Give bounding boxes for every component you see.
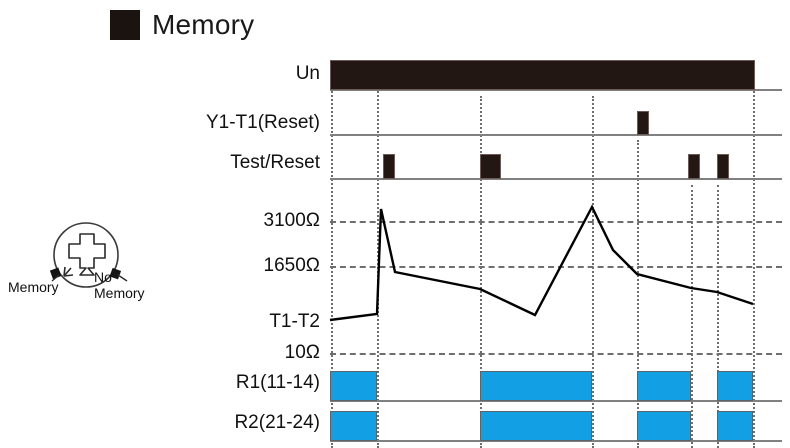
signal-pulse-y1-t1-1 xyxy=(637,111,649,135)
event-line-4 xyxy=(592,96,594,448)
event-line-5 xyxy=(637,140,639,448)
relay-bar-r2-1 xyxy=(330,411,377,441)
signal-pulse-test-reset-3 xyxy=(688,154,700,179)
event-line-7 xyxy=(717,185,719,448)
relay-bar-r1-3 xyxy=(637,371,691,401)
relay-bar-r2-4 xyxy=(717,411,753,441)
knob-label-no-memory-line2: Memory xyxy=(94,284,145,301)
row-label-un: Un xyxy=(295,63,320,84)
event-line-3 xyxy=(480,96,482,448)
signal-pulse-test-reset-2 xyxy=(480,154,501,179)
relay-bar-r1-1 xyxy=(330,371,377,401)
gridline-3100-ohm xyxy=(330,221,782,223)
relay-bar-r1-4 xyxy=(717,371,753,401)
event-line-2 xyxy=(377,60,379,448)
row-label-r2: R2(21-24) xyxy=(234,412,320,433)
rotary-selector-knob-icon xyxy=(49,222,128,288)
baseline-r2 xyxy=(330,440,782,442)
relay-bar-r2-2 xyxy=(480,411,592,441)
row-label-test-reset: Test/Reset xyxy=(230,152,320,173)
event-line-6 xyxy=(691,185,693,448)
gridline-10-ohm xyxy=(330,353,782,355)
rotary-selector-knob: Memory No Memory xyxy=(8,218,168,308)
axis-label-10-ohm: 10Ω xyxy=(284,342,320,363)
signal-pulse-test-reset-1 xyxy=(383,154,395,179)
knob-label-no-memory: No Memory xyxy=(94,269,145,301)
filled-square-icon xyxy=(110,10,140,40)
axis-label-t1-t2: T1-T2 xyxy=(269,311,320,332)
relay-bar-r2-3 xyxy=(637,411,691,441)
knob-label-memory: Memory xyxy=(8,279,59,295)
baseline-test-reset xyxy=(330,178,782,180)
baseline-r1 xyxy=(330,400,782,402)
signal-pulse-test-reset-4 xyxy=(717,154,729,179)
knob-label-no-memory-line1: No xyxy=(94,269,112,285)
event-line-8 xyxy=(753,60,755,448)
relay-bar-r1-2 xyxy=(480,371,592,401)
row-label-y1-t1-reset: Y1-T1(Reset) xyxy=(205,112,320,133)
legend: Memory xyxy=(110,10,254,40)
baseline-un xyxy=(330,89,782,91)
row-label-r1: R1(11-14) xyxy=(235,372,320,393)
baseline-y1-t1-reset xyxy=(330,134,782,136)
axis-label-1650-ohm: 1650Ω xyxy=(263,255,320,276)
axis-label-3100-ohm: 3100Ω xyxy=(263,210,320,231)
event-line-1 xyxy=(331,60,333,448)
signal-pulse-un xyxy=(330,60,755,90)
legend-label: Memory xyxy=(152,9,255,40)
gridline-1650-ohm xyxy=(330,266,782,268)
